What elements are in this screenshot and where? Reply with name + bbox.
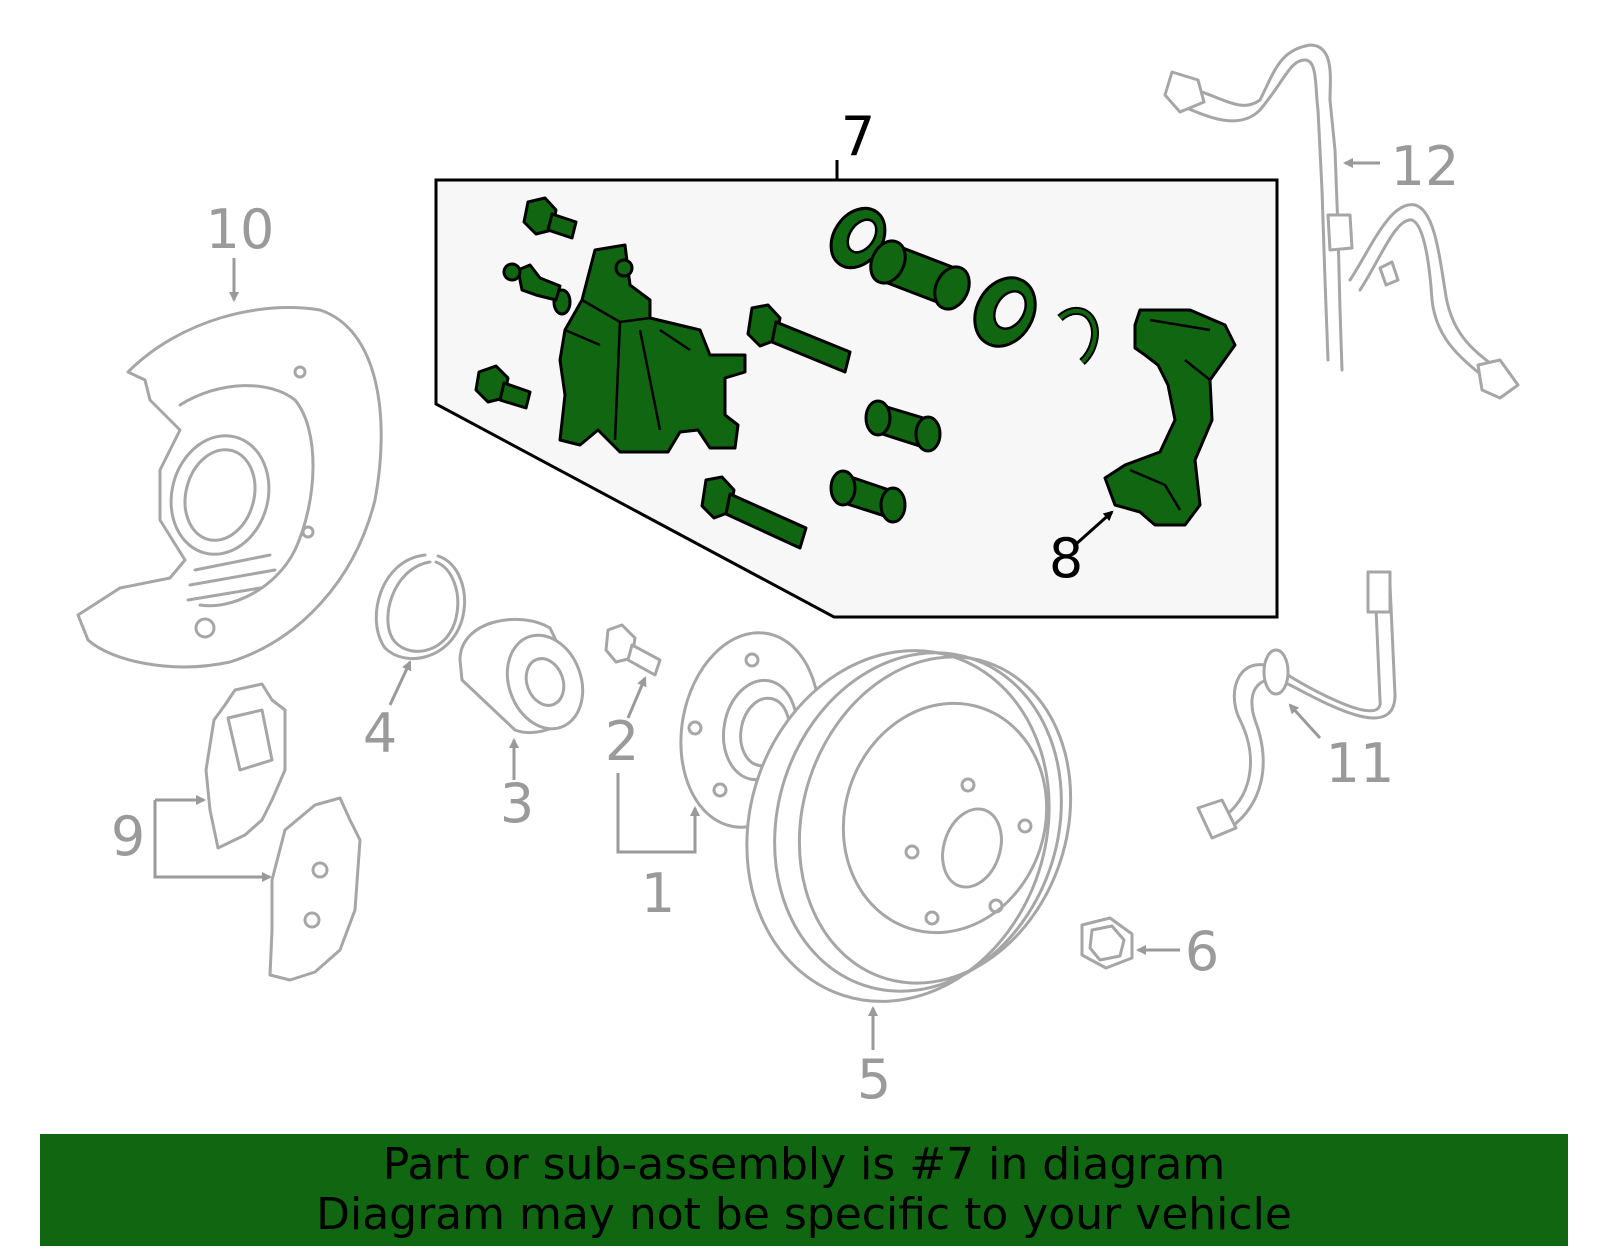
bleeder-bolt[interactable]: [502, 262, 562, 302]
leader-4: [388, 660, 412, 706]
pin-boot-lower[interactable]: [829, 469, 907, 524]
hub-bolt-2[interactable]: [604, 623, 662, 677]
callout-1[interactable]: 1: [641, 862, 675, 925]
callout-3[interactable]: 3: [500, 772, 534, 835]
snap-ring-4[interactable]: [374, 553, 466, 661]
banner-line-2: Diagram may not be specific to your vehi…: [316, 1189, 1292, 1240]
pin-boot-upper[interactable]: [864, 399, 942, 453]
callout-11[interactable]: 11: [1326, 732, 1395, 795]
leader-8: [1074, 510, 1114, 547]
brake-rotor-5[interactable]: [702, 611, 1112, 1041]
callout-7[interactable]: 7: [841, 105, 875, 168]
leader-11: [1288, 703, 1322, 740]
caliper-bolt-top[interactable]: [522, 196, 578, 240]
snap-ring[interactable]: [1057, 306, 1099, 365]
callout-2[interactable]: 2: [605, 710, 639, 773]
callout-5[interactable]: 5: [857, 1048, 891, 1111]
leader-1: [616, 773, 700, 854]
caliper-bracket-8[interactable]: [1103, 308, 1237, 527]
callout-4[interactable]: 4: [363, 702, 397, 765]
notice-banner: Part or sub-assembly is #7 in diagram Di…: [40, 1134, 1568, 1246]
leader-2: [626, 676, 647, 719]
banner-line-1: Part or sub-assembly is #7 in diagram: [382, 1139, 1226, 1190]
abs-sensor-12[interactable]: [1163, 43, 1520, 400]
dust-shield-10[interactable]: [76, 306, 383, 669]
guide-pin-lower[interactable]: [700, 475, 808, 550]
guide-pin-upper[interactable]: [746, 303, 852, 374]
dust-boot[interactable]: [963, 267, 1047, 357]
callout-12[interactable]: 12: [1391, 135, 1460, 198]
assembly-panel-7[interactable]: [434, 160, 1279, 619]
lug-nut-6[interactable]: [1080, 916, 1134, 970]
callout-9[interactable]: 9: [111, 805, 145, 868]
caliper-bolt-bottom[interactable]: [474, 364, 532, 410]
brake-hose-11[interactable]: [1196, 570, 1397, 840]
callout-8[interactable]: 8: [1049, 527, 1083, 590]
callout-10[interactable]: 10: [206, 198, 275, 261]
brake-pads-9[interactable]: [204, 682, 362, 982]
callout-6[interactable]: 6: [1185, 920, 1219, 983]
piston[interactable]: [864, 235, 976, 314]
wheel-bearing-3[interactable]: [458, 617, 595, 739]
